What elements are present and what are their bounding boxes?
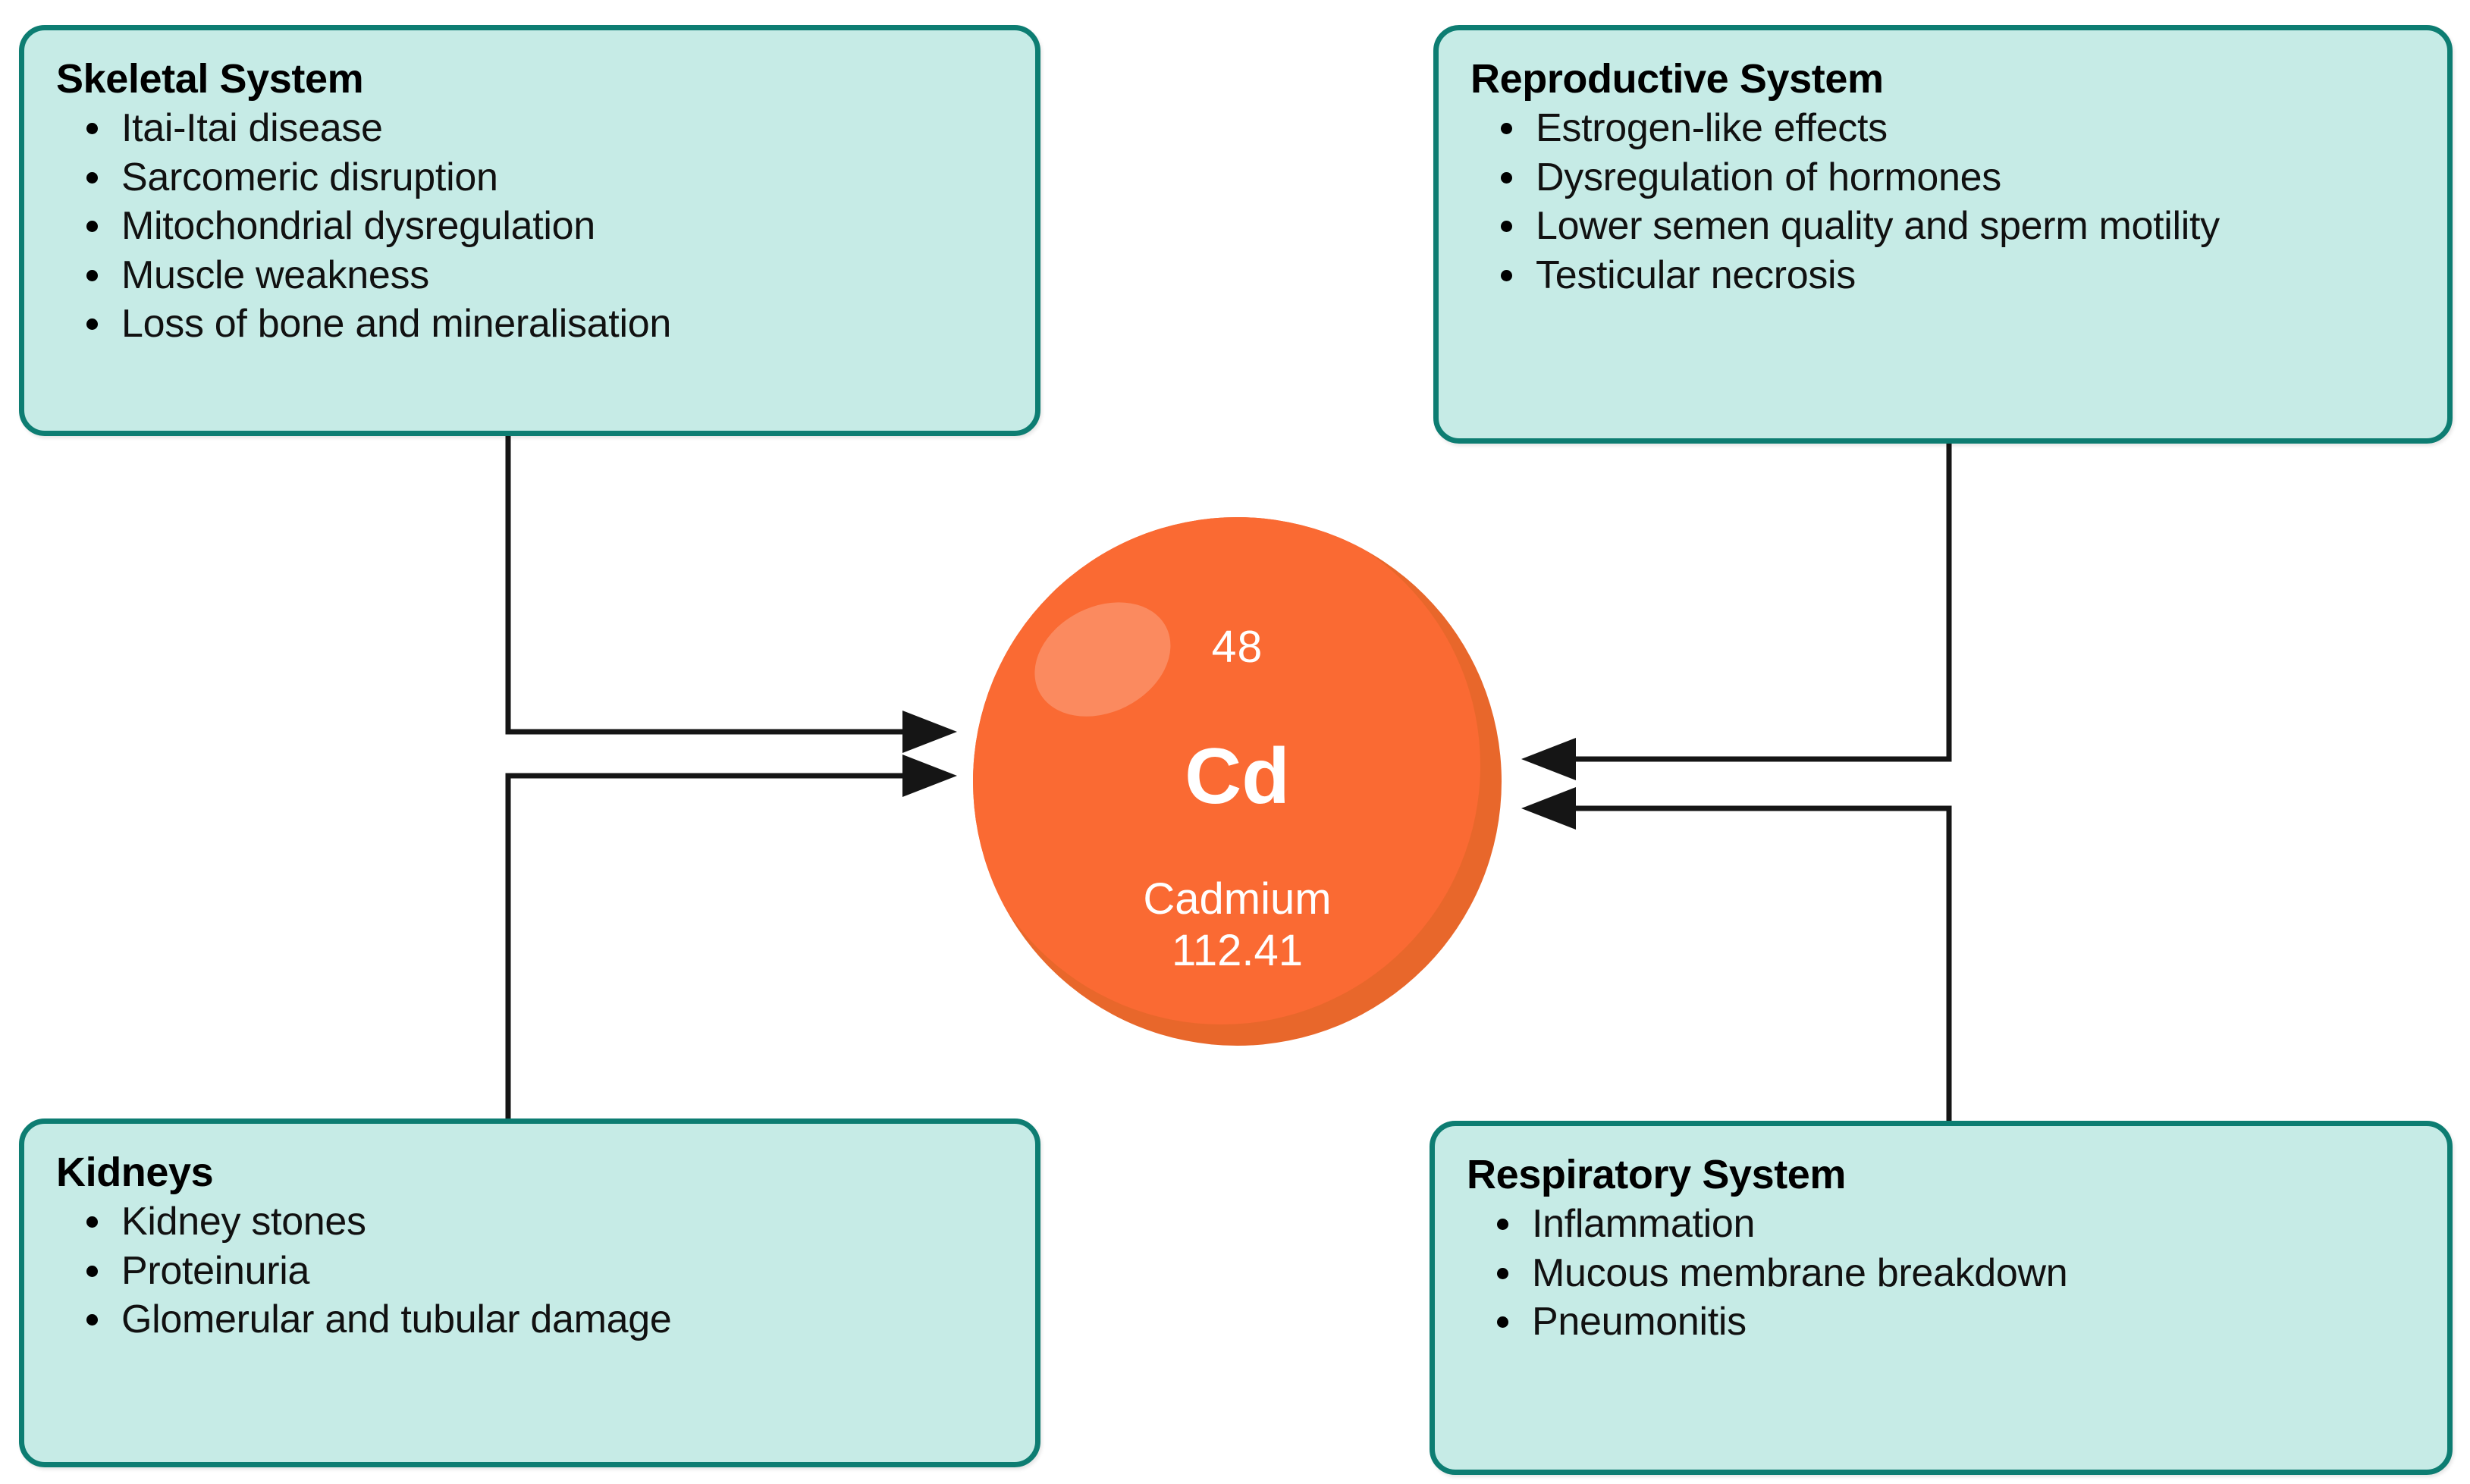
element-name: Cadmium	[1143, 874, 1332, 924]
bullet-icon	[1501, 171, 1512, 184]
list-item: Mitochondrial dysregulation	[47, 202, 1012, 249]
element-atomic-number: 48	[1211, 622, 1263, 672]
box-skeletal-list: Itai-Itai disease Sarcomeric disruption …	[47, 105, 1012, 347]
list-item-label: Estrogen-like effects	[1536, 106, 1888, 151]
list-item-label: Loss of bone and mineralisation	[121, 302, 671, 347]
connector-respiratory-to-element	[1572, 805, 1952, 1121]
bullet-icon	[86, 1216, 98, 1228]
element-content: 48 Cd Cadmium 112.41	[973, 517, 1502, 1046]
box-reproductive-title: Reproductive System	[1470, 56, 1884, 102]
bullet-icon	[86, 1265, 98, 1277]
list-item: Pneumonitis	[1458, 1298, 2424, 1345]
list-item: Muscle weakness	[47, 252, 1012, 299]
box-kidneys-list: Kidney stones Proteinuria Glomerular and…	[47, 1198, 1012, 1343]
box-reproductive-system[interactable]: Reproductive System Estrogen-like effect…	[1433, 25, 2453, 444]
list-item-label: Proteinuria	[121, 1248, 310, 1293]
list-item: Kidney stones	[47, 1198, 1012, 1245]
bullet-icon	[86, 1314, 98, 1326]
bullet-icon	[86, 221, 98, 233]
connector-kidneys-to-element	[505, 773, 906, 1118]
list-item: Sarcomeric disruption	[47, 154, 1012, 201]
bullet-icon	[1497, 1219, 1508, 1231]
list-item: Glomerular and tubular damage	[47, 1296, 1012, 1343]
list-item-label: Inflammation	[1532, 1202, 1756, 1247]
element-sphere-cadmium[interactable]: 48 Cd Cadmium 112.41	[973, 517, 1502, 1046]
bullet-icon	[1501, 221, 1512, 233]
arrowhead-reproductive	[1521, 738, 1576, 780]
list-item: Mucous membrane breakdown	[1458, 1250, 2424, 1297]
bullet-icon	[86, 269, 98, 281]
list-item: Dysregulation of hormones	[1461, 154, 2424, 201]
box-respiratory-system[interactable]: Respiratory System Inflammation Mucous m…	[1430, 1121, 2453, 1475]
arrowhead-kidneys	[902, 755, 957, 797]
list-item-label: Glomerular and tubular damage	[121, 1297, 672, 1342]
bullet-icon	[1501, 269, 1512, 281]
list-item: Lower semen quality and sperm motility	[1461, 202, 2424, 249]
box-reproductive-list: Estrogen-like effects Dysregulation of h…	[1461, 105, 2424, 299]
list-item: Proteinuria	[47, 1247, 1012, 1294]
list-item: Itai-Itai disease	[47, 105, 1012, 152]
bullet-icon	[86, 318, 98, 330]
element-symbol: Cd	[1185, 733, 1290, 820]
arrowhead-skeletal	[902, 711, 957, 753]
list-item-label: Muscle weakness	[121, 253, 429, 297]
bullet-icon	[86, 171, 98, 184]
box-skeletal-system[interactable]: Skeletal System Itai-Itai disease Sarcom…	[19, 25, 1040, 436]
box-skeletal-title: Skeletal System	[56, 56, 364, 102]
list-item-label: Testicular necrosis	[1536, 253, 1856, 297]
list-item-label: Lower semen quality and sperm motility	[1536, 204, 2220, 249]
sphere-body	[973, 517, 1481, 1025]
connector-skeletal-to-element	[505, 436, 906, 735]
box-respiratory-list: Inflammation Mucous membrane breakdown P…	[1458, 1200, 2424, 1345]
list-item-label: Mucous membrane breakdown	[1532, 1250, 2068, 1295]
list-item-label: Itai-Itai disease	[121, 106, 383, 151]
list-item-label: Dysregulation of hormones	[1536, 155, 2001, 199]
list-item-label: Pneumonitis	[1532, 1300, 1747, 1344]
list-item: Inflammation	[1458, 1200, 2424, 1247]
list-item-label: Sarcomeric disruption	[121, 155, 498, 199]
connector-reproductive-to-element	[1572, 444, 1952, 762]
list-item-label: Kidney stones	[121, 1200, 366, 1244]
bullet-icon	[1497, 1316, 1508, 1329]
box-respiratory-title: Respiratory System	[1467, 1152, 1847, 1197]
box-kidneys[interactable]: Kidneys Kidney stones Proteinuria Glomer…	[19, 1118, 1040, 1467]
arrowhead-respiratory	[1521, 787, 1576, 830]
list-item: Estrogen-like effects	[1461, 105, 2424, 152]
bullet-icon	[1501, 123, 1512, 135]
bullet-icon	[86, 123, 98, 135]
element-atomic-mass: 112.41	[1171, 926, 1304, 975]
list-item: Testicular necrosis	[1461, 252, 2424, 299]
bullet-icon	[1497, 1267, 1508, 1279]
list-item-label: Mitochondrial dysregulation	[121, 204, 595, 249]
list-item: Loss of bone and mineralisation	[47, 300, 1012, 347]
box-kidneys-title: Kidneys	[56, 1150, 214, 1195]
